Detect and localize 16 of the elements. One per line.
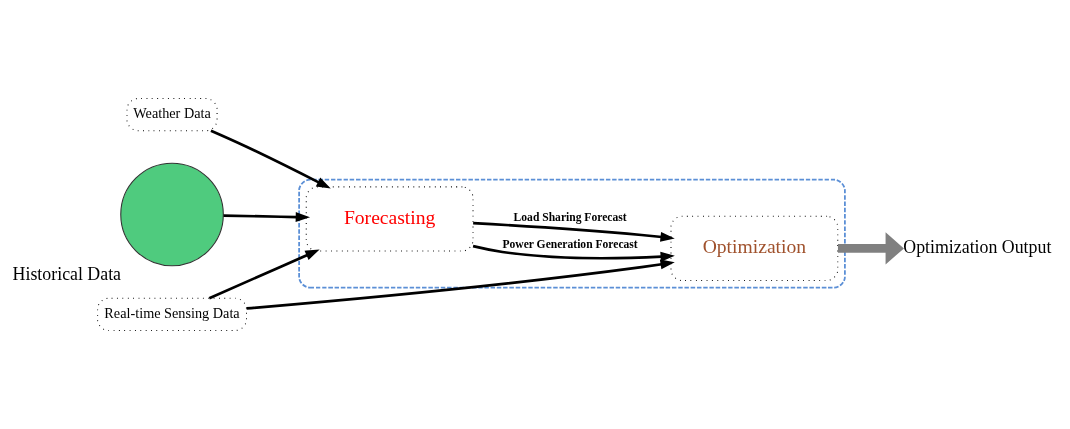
node-box: Real-time Sensing Data <box>97 297 248 331</box>
arrow <box>473 221 675 242</box>
node-box: Weather Data <box>126 98 218 132</box>
arrow <box>208 249 320 300</box>
node-label: Historical Data <box>12 264 122 285</box>
arrow <box>246 259 675 310</box>
edge-label: Load Sharing Forecast <box>513 211 627 225</box>
arrow <box>837 232 904 265</box>
arrow <box>210 129 331 189</box>
node-circle <box>120 162 224 267</box>
node-box: Optimization <box>670 215 839 282</box>
arrow <box>472 244 675 262</box>
node-text: Optimization Output <box>903 236 1052 257</box>
arrow <box>223 212 311 223</box>
edge-label: Power Generation Forecast <box>502 237 638 251</box>
node-box: Forecasting <box>305 186 474 252</box>
